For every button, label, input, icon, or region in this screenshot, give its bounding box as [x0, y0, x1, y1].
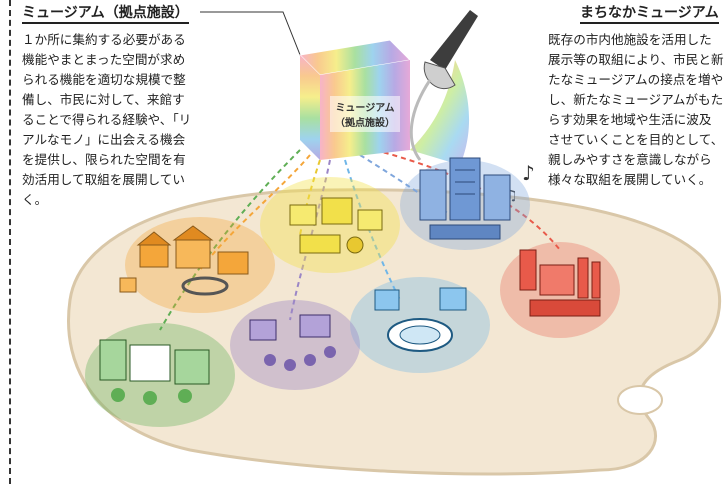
palette-thumb-hole	[617, 385, 663, 415]
museum-hub-description: １か所に集約する必要がある機能やまとまった空間が求められる機能を適切な規模で整備…	[22, 32, 192, 207]
district-blue	[400, 157, 530, 250]
district-orange	[119, 217, 275, 313]
town-museum-heading: まちなかミュージアム	[580, 4, 719, 24]
leader-line	[200, 11, 317, 96]
museum-hub-heading: ミュージアム（拠点施設）	[22, 4, 189, 24]
district-purple	[230, 300, 360, 390]
paint-brush	[409, 10, 478, 165]
town-museum-description: 既存の市内他施設を活用した展示等の取組により、市民と新たなミュージアムの接点を増…	[548, 32, 724, 187]
district-green	[85, 323, 235, 427]
museum-cube: ミュージアム （拠点施設）	[298, 39, 412, 160]
district-yellow	[260, 177, 400, 273]
cube-label-line1: ミュージアム	[335, 102, 394, 114]
district-red	[500, 242, 620, 338]
left-dashed-border	[9, 0, 11, 484]
district-cyan	[350, 277, 490, 373]
cube-label-line2: （拠点施設）	[335, 116, 395, 129]
music-note-icon: ♪	[522, 161, 535, 185]
